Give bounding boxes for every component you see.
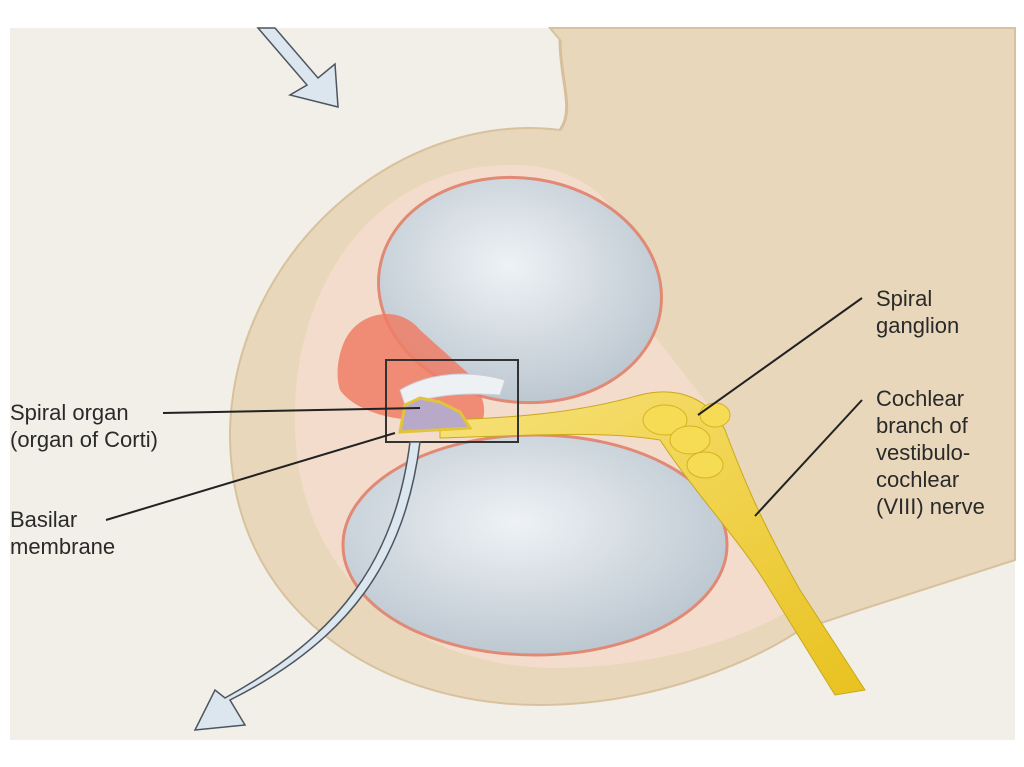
nerve-line-5: (VIII) nerve [876,494,985,519]
basilar-text: Basilar [10,507,78,532]
scala-tympani [341,433,729,657]
ganglion-text: ganglion [876,313,960,338]
cochlear-nerve [439,391,866,696]
spiral-ganglion-cells [642,402,731,479]
spiral-text: Spiral [876,286,933,311]
membrane-text: membrane [10,534,116,559]
sound-in-arrow [256,27,339,108]
outer-capsule-edge [558,39,569,131]
cochlear-duct [337,313,485,425]
organ-of-corti [398,396,473,434]
sound-out-arrow [193,441,421,731]
nerve-line-2: branch of [876,413,968,438]
spiral-organ-text: Spiral organ [10,400,129,425]
leader-lines [105,297,863,521]
nerve-line-1: Cochlear [876,386,965,411]
scala-vestibuli [377,175,663,405]
detail-box [385,359,519,443]
nerve-line-4: cochlear [876,467,960,492]
organ-of-corti-text: (organ of Corti) [10,427,158,452]
label-spiral-organ: Spiral organ(organ of Corti) [10,399,158,453]
nerve-line-3: vestibulo- [876,440,971,465]
